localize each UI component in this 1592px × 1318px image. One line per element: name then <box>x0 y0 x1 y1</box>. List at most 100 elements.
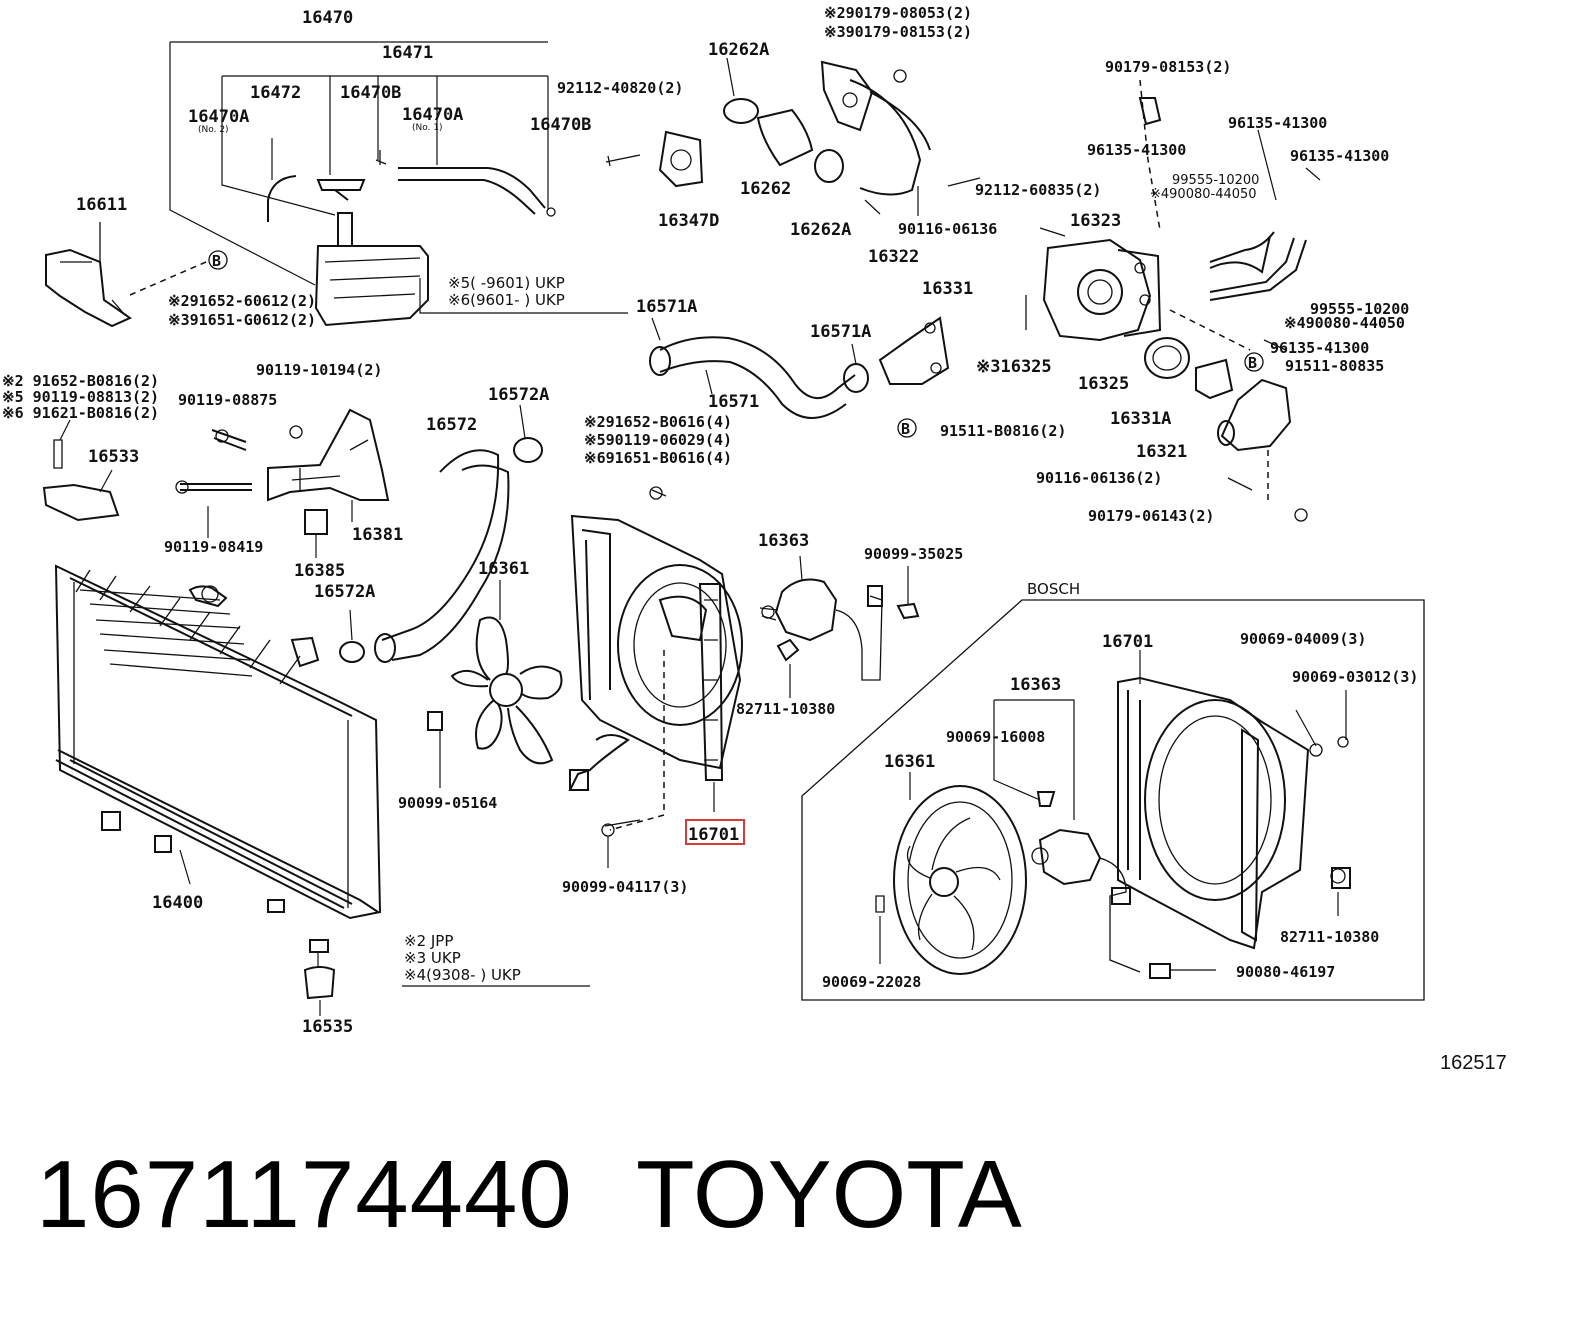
reservoir-group <box>45 41 628 328</box>
label-16571a-a: 16571A <box>636 297 697 317</box>
label-96135-41300-d: 96135-41300 <box>1270 339 1369 357</box>
label-16471: 16471 <box>382 43 433 63</box>
label-16262: 16262 <box>740 179 791 199</box>
label-91511-80835: 91511-80835 <box>1285 357 1384 375</box>
label-90119-08875: 90119-08875 <box>178 391 277 409</box>
label-16572: 16572 <box>426 415 477 435</box>
footer-brand: TOYOTA <box>636 1141 1022 1248</box>
label-90080-44050-a: ※490080-44050 <box>1150 187 1257 202</box>
label-16400: 16400 <box>152 893 203 913</box>
label-16572a-a: 16572A <box>488 385 549 405</box>
label-90179-06143: 90179-06143(2) <box>1088 507 1214 525</box>
circle-mark-1: B <box>208 250 228 270</box>
label-16385: 16385 <box>294 561 345 581</box>
label-90099-05164: 90099-05164 <box>398 794 497 812</box>
label-16321: 16321 <box>1136 442 1187 462</box>
label-92112-60835: 92112-60835(2) <box>975 181 1101 199</box>
label-16470: 16470 <box>302 8 353 28</box>
label-91652-60612: ※291652-60612(2) <box>168 292 316 310</box>
svg-text:B: B <box>212 252 221 270</box>
label-91651-b0616: ※691651-B0616(4) <box>584 449 732 467</box>
diagram-code: 162517 <box>1440 1052 1507 1074</box>
label-16262a-b: 16262A <box>790 220 851 240</box>
label-92112-40820: 92112-40820(2) <box>557 79 683 97</box>
label-96135-41300-c: 96135-41300 <box>1290 147 1389 165</box>
label-91621-b0816: ※6 91621-B0816(2) <box>2 404 159 422</box>
svg-text:B: B <box>1248 354 1257 372</box>
label-16470a-a-note: (No. 2) <box>198 125 229 135</box>
label-90069-03012: 90069-03012(3) <box>1292 668 1418 686</box>
label-90179-08153-a: ※390179-08153(2) <box>824 23 972 41</box>
label-90179-08153-b: 90179-08153(2) <box>1105 58 1231 76</box>
thermostat-group <box>1025 79 1321 522</box>
label-16470b-b: 16470B <box>530 115 591 135</box>
svg-text:B: B <box>901 420 910 438</box>
label-16262a-a: 16262A <box>708 40 769 60</box>
label-16361-b: 16361 <box>884 752 935 772</box>
label-99555-10200-a: 99555-10200 <box>1172 173 1259 188</box>
label-90119-08813: ※5 90119-08813(2) <box>2 388 159 406</box>
label-90179-08053: ※290179-08053(2) <box>824 4 972 22</box>
label-16470a-a: 16470A <box>188 107 249 127</box>
label-82711-10380-a: 82711-10380 <box>736 700 835 718</box>
fan-shroud-main <box>568 486 743 868</box>
label-note-6: ※6(9601- ) UKP <box>448 291 565 309</box>
label-90099-35025: 90099-35025 <box>864 545 963 563</box>
radiator <box>54 564 382 1016</box>
label-90069-16008: 90069-16008 <box>946 728 1045 746</box>
label-16572a-b: 16572A <box>314 582 375 602</box>
label-16325-a: ※316325 <box>976 357 1052 377</box>
bosch-group <box>801 599 1425 1001</box>
circle-mark-3: B <box>897 418 917 438</box>
label-91652-b0616: ※291652-B0616(4) <box>584 413 732 431</box>
label-16361-a: 16361 <box>478 559 529 579</box>
label-96135-41300-b: 96135-41300 <box>1087 141 1186 159</box>
circle-mark-2: B <box>1244 352 1264 372</box>
label-91511-b0816: 91511-B0816(2) <box>940 422 1066 440</box>
label-91651-g0612: ※391651-G0612(2) <box>168 311 316 329</box>
label-90119-10194: 90119-10194(2) <box>256 361 382 379</box>
label-16571: 16571 <box>708 392 759 412</box>
label-90069-22028: 90069-22028 <box>822 973 921 991</box>
label-16611: 16611 <box>76 195 127 215</box>
label-16331a: 16331A <box>1110 409 1171 429</box>
label-16472: 16472 <box>250 83 301 103</box>
label-16701-b: 16701 <box>1102 632 1153 652</box>
label-90099-04117: 90099-04117(3) <box>562 878 688 896</box>
label-note-4: ※4(9308- ) UKP <box>404 966 521 984</box>
footer-part-number: 1671174440 <box>36 1141 573 1248</box>
label-note-2: ※2 JPP <box>404 932 453 950</box>
label-90119-06029: ※590119-06029(4) <box>584 431 732 449</box>
lower-hose-group <box>339 404 543 663</box>
label-16363-b: 16363 <box>1010 675 1061 695</box>
label-16533: 16533 <box>88 447 139 467</box>
label-16535: 16535 <box>302 1017 353 1037</box>
label-90116-06136-b: 90116-06136(2) <box>1036 469 1162 487</box>
label-note-3: ※3 UKP <box>404 949 461 967</box>
water-outlet-group <box>605 57 1066 237</box>
fan-blade-left <box>427 580 563 788</box>
label-16331: 16331 <box>922 279 973 299</box>
label-16381: 16381 <box>352 525 403 545</box>
label-16325-b: 16325 <box>1078 374 1129 394</box>
label-16322: 16322 <box>868 247 919 267</box>
label-82711-10380-b: 82711-10380 <box>1280 928 1379 946</box>
part-labels: 16470 16471 16472 16470B 16470A (No. 2) … <box>2 4 1418 1037</box>
label-90119-08419: 90119-08419 <box>164 538 263 556</box>
label-16470a-b-note: (No. 1) <box>412 123 443 133</box>
label-16347d: 16347D <box>658 211 719 231</box>
label-16571a-b: 16571A <box>810 322 871 342</box>
label-90116-06136-a: 90116-06136 <box>898 220 997 238</box>
label-note-5: ※5( -9601) UKP <box>448 274 565 292</box>
label-90080-46197: 90080-46197 <box>1236 963 1335 981</box>
label-90080-44050-b: ※490080-44050 <box>1284 314 1405 332</box>
label-16363-a: 16363 <box>758 531 809 551</box>
label-96135-41300-a: 96135-41300 <box>1228 114 1327 132</box>
label-99555-10200-b: 99555-10200 <box>1310 300 1409 318</box>
label-16323: 16323 <box>1070 211 1121 231</box>
label-bosch: BOSCH <box>1027 580 1080 598</box>
upper-hose-group <box>649 316 950 419</box>
label-91652-b0816: ※2 91652-B0816(2) <box>2 372 159 390</box>
highlight-box-16701 <box>685 819 745 845</box>
